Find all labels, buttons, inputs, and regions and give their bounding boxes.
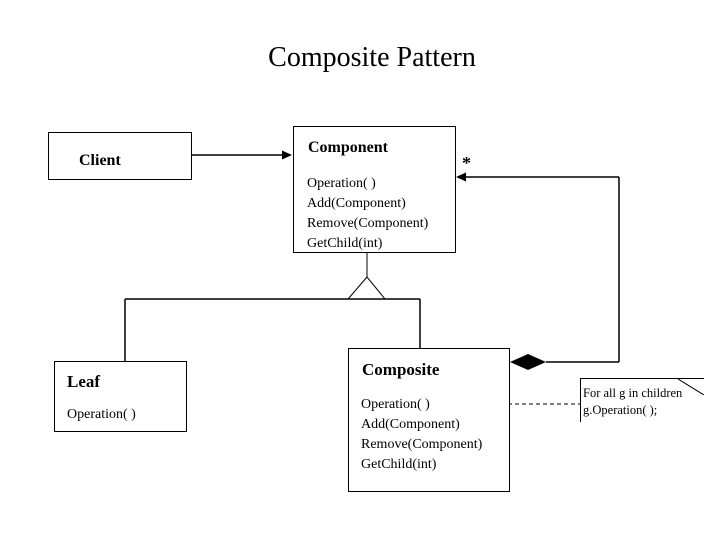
composite-class-name: Composite: [362, 360, 440, 379]
diagram-title: Composite Pattern: [268, 42, 476, 73]
multiplicity-label: *: [462, 153, 471, 173]
leaf-class: Leaf Operation( ): [54, 361, 187, 432]
leaf-class-name: Leaf: [67, 372, 101, 391]
note-line: For all g in children: [583, 386, 683, 400]
composite-operation: Remove(Component): [361, 437, 483, 452]
composite-operation: GetChild(int): [361, 457, 437, 472]
component-operation: Add(Component): [307, 196, 406, 211]
client-class-name: Client: [79, 152, 121, 169]
composite-operation: Operation( ): [361, 397, 430, 412]
association-client-component: [192, 150, 292, 160]
note-line: g.Operation( );: [583, 403, 658, 417]
composite-class: Composite Operation( ) Add(Component) Re…: [348, 348, 510, 492]
composite-operations: Operation( ) Add(Component) Remove(Compo…: [361, 395, 482, 475]
component-class-name: Component: [308, 139, 389, 156]
component-operations: Operation( ) Add(Component) Remove(Compo…: [307, 174, 428, 254]
client-class: Client: [48, 132, 192, 180]
implementation-note: For all g in children g.Operation( );: [580, 378, 704, 422]
aggregation-connector: [456, 172, 620, 370]
composite-operation: Add(Component): [361, 417, 460, 432]
component-operation: Operation( ): [307, 176, 376, 191]
component-operation: Remove(Component): [307, 216, 429, 231]
leaf-operation: Operation( ): [67, 407, 136, 422]
leaf-operations: Operation( ): [67, 405, 136, 425]
component-class: Component Operation( ) Add(Component) Re…: [293, 126, 456, 253]
inheritance-connector: [124, 252, 421, 361]
note-fold-corner: [678, 379, 704, 395]
component-operation: GetChild(int): [307, 236, 383, 251]
